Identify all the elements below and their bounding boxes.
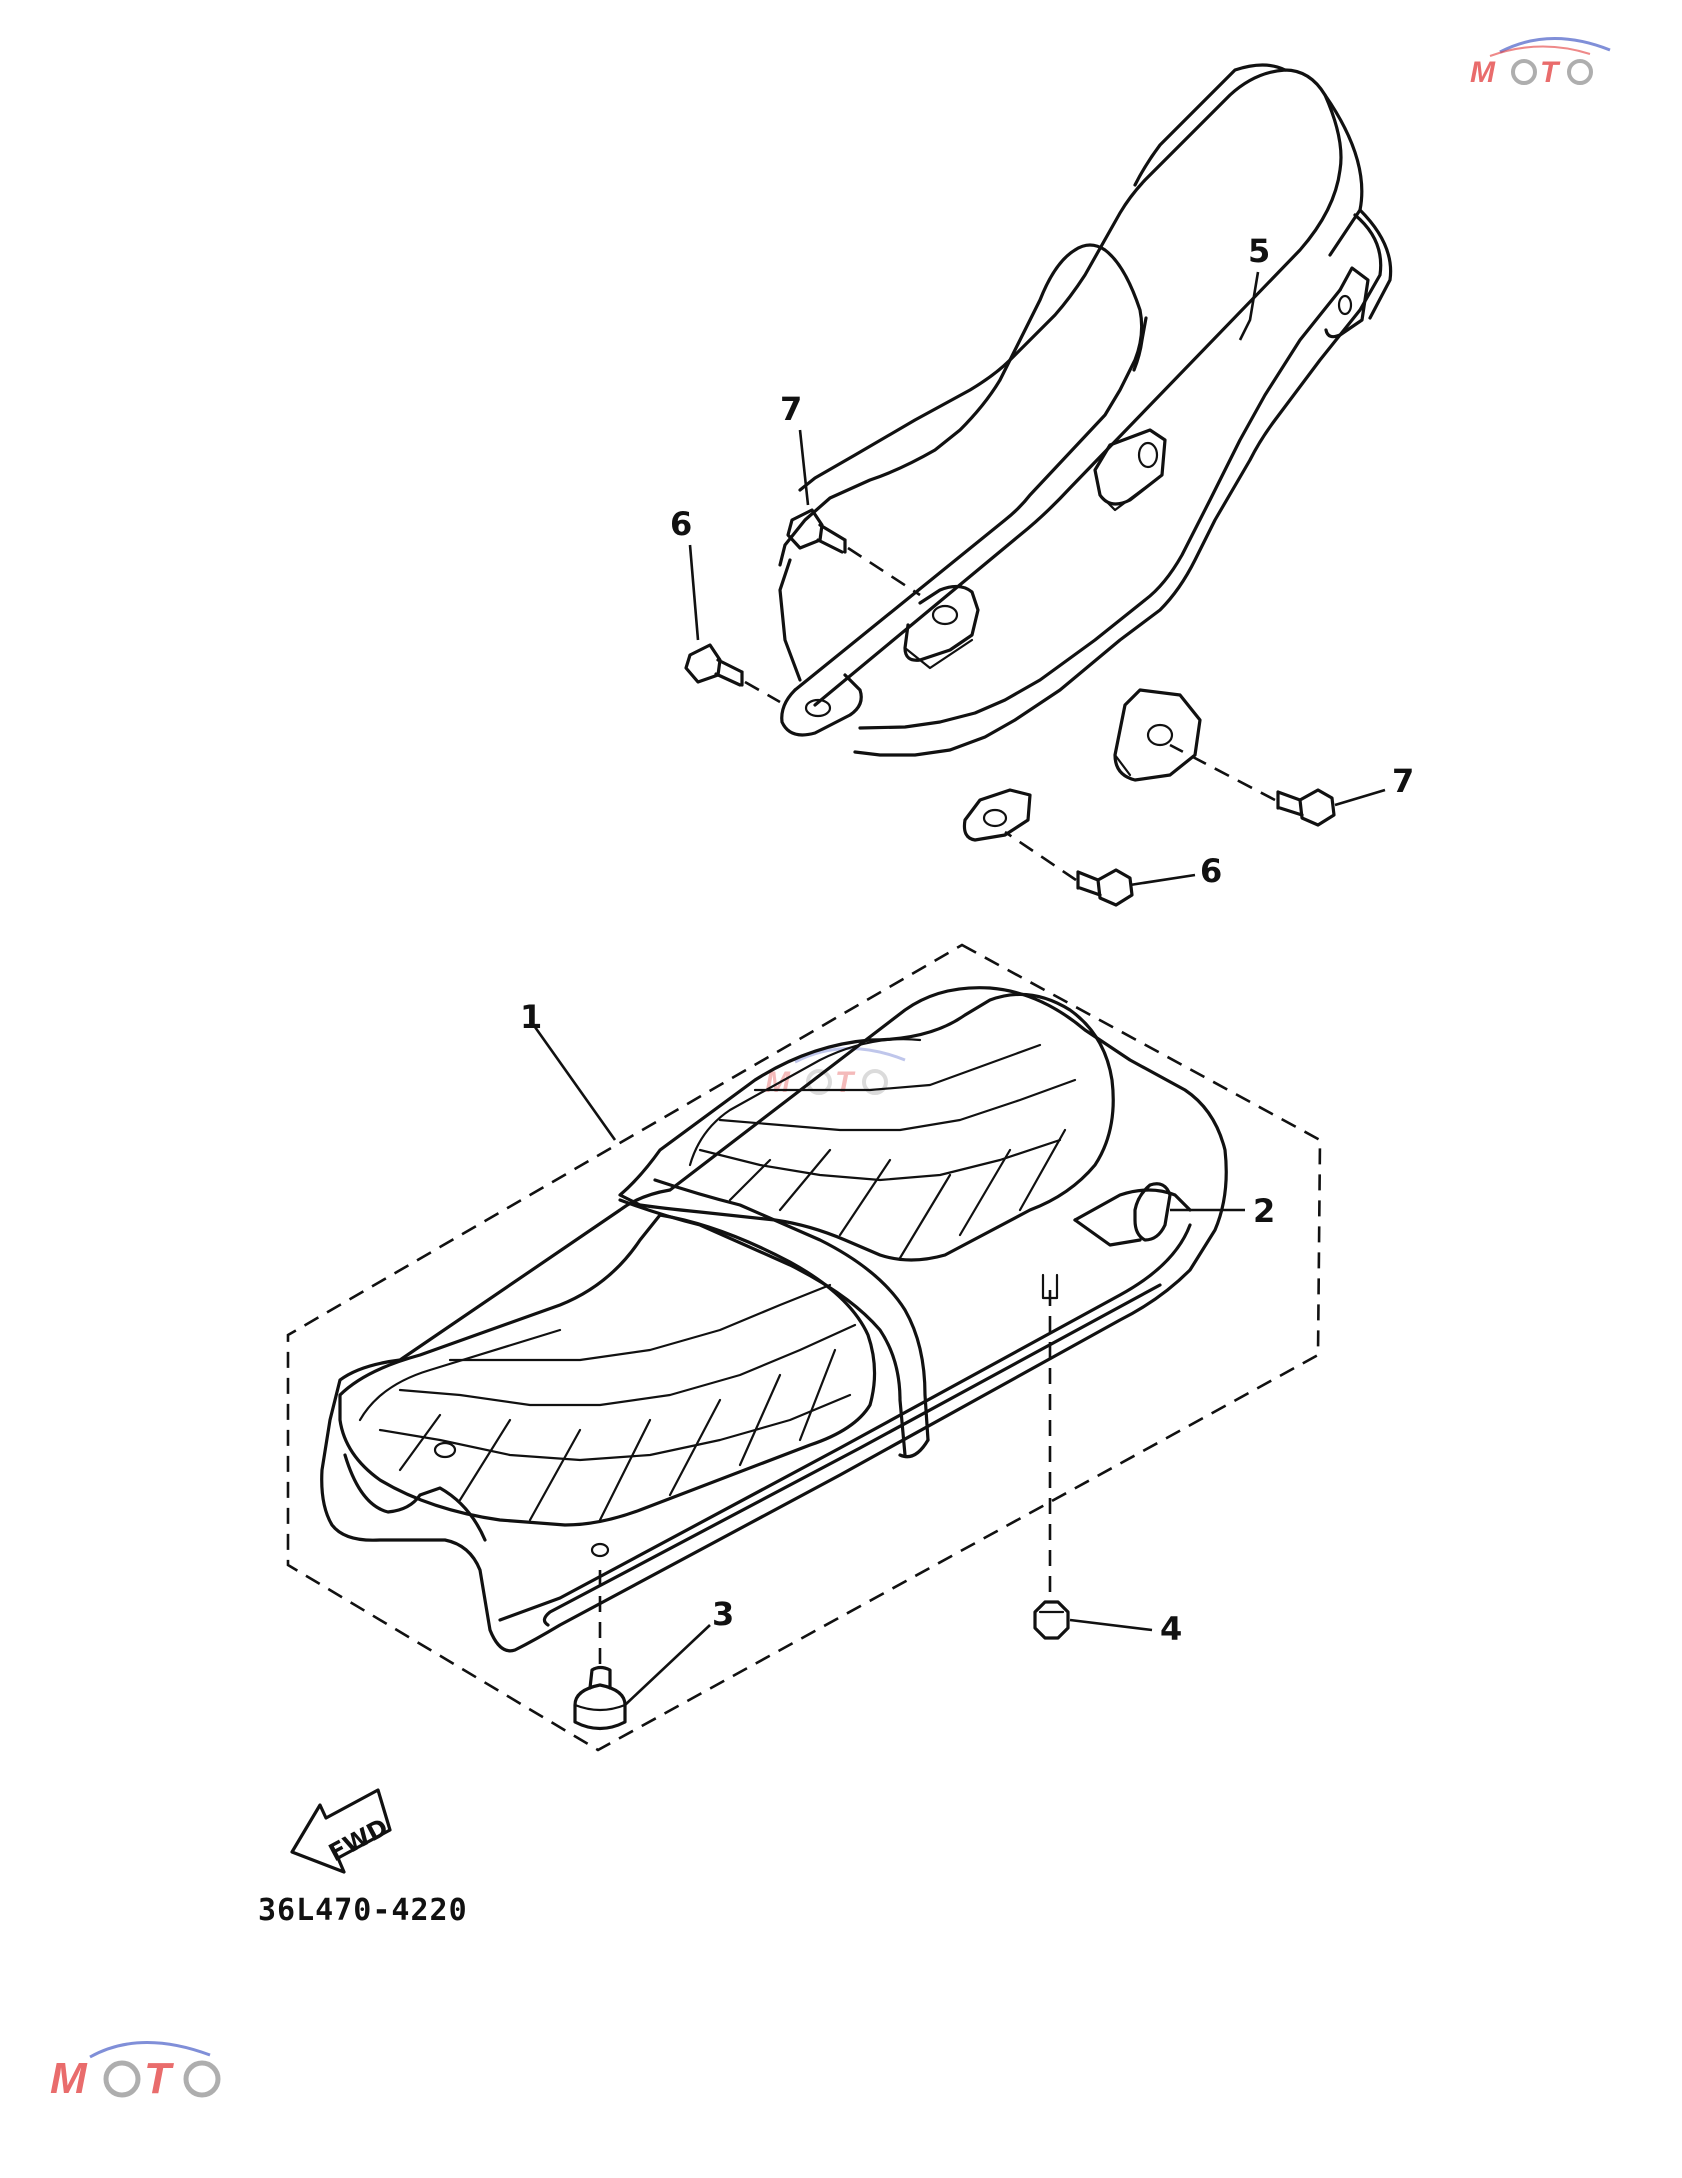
callout-3: 3 xyxy=(712,1595,734,1633)
bolt-part-6-lower xyxy=(1004,830,1134,907)
svg-text:M: M xyxy=(50,2054,88,2103)
svg-text:T: T xyxy=(1540,56,1561,89)
damper-part-3 xyxy=(573,1665,627,1731)
callout-6-lower: 6 xyxy=(1200,852,1222,890)
grab-rail-part-5 xyxy=(778,63,1393,842)
hole-3 xyxy=(590,1542,610,1558)
leader-7-upper xyxy=(798,429,810,506)
seat-part-1 xyxy=(320,986,1228,1653)
callout-5: 5 xyxy=(1248,232,1270,270)
svg-text:M: M xyxy=(1470,56,1496,89)
leader-3 xyxy=(624,1624,711,1706)
hook-part-2 xyxy=(1073,1182,1192,1247)
fwd-arrow-icon: FWD xyxy=(290,1788,393,1874)
leader-5 xyxy=(1238,271,1260,341)
bolt-part-6-upper xyxy=(684,643,781,704)
fwd-label: FWD xyxy=(324,1813,393,1867)
post-4 xyxy=(1041,1273,1059,1300)
watermark-logo-bottom: M T xyxy=(50,2041,221,2103)
callout-1: 1 xyxy=(520,998,542,1036)
part-code: 36L470-4220 xyxy=(258,1893,468,1928)
bolt-part-7-upper xyxy=(786,508,921,597)
bolt-part-7-lower xyxy=(1169,743,1336,827)
callout-4: 4 xyxy=(1160,1610,1182,1648)
callout-7-upper: 7 xyxy=(780,390,802,428)
leader-4 xyxy=(1069,1618,1153,1632)
leader-6-lower xyxy=(1129,873,1196,887)
watermark-logo-top: M T xyxy=(1470,37,1611,89)
watermark-logo-center: M T xyxy=(765,1047,906,1099)
callout-2: 2 xyxy=(1253,1192,1275,1230)
callout-7-lower: 7 xyxy=(1392,762,1414,800)
seat-assembly-boundary xyxy=(286,943,1322,1752)
nut-part-4 xyxy=(1033,1600,1070,1640)
leader-1 xyxy=(528,1019,617,1141)
svg-text:T: T xyxy=(144,2054,174,2103)
svg-text:T: T xyxy=(835,1066,856,1099)
callout-6-upper: 6 xyxy=(670,505,692,543)
leader-6-upper xyxy=(688,544,700,641)
leader-7-lower xyxy=(1334,788,1386,807)
